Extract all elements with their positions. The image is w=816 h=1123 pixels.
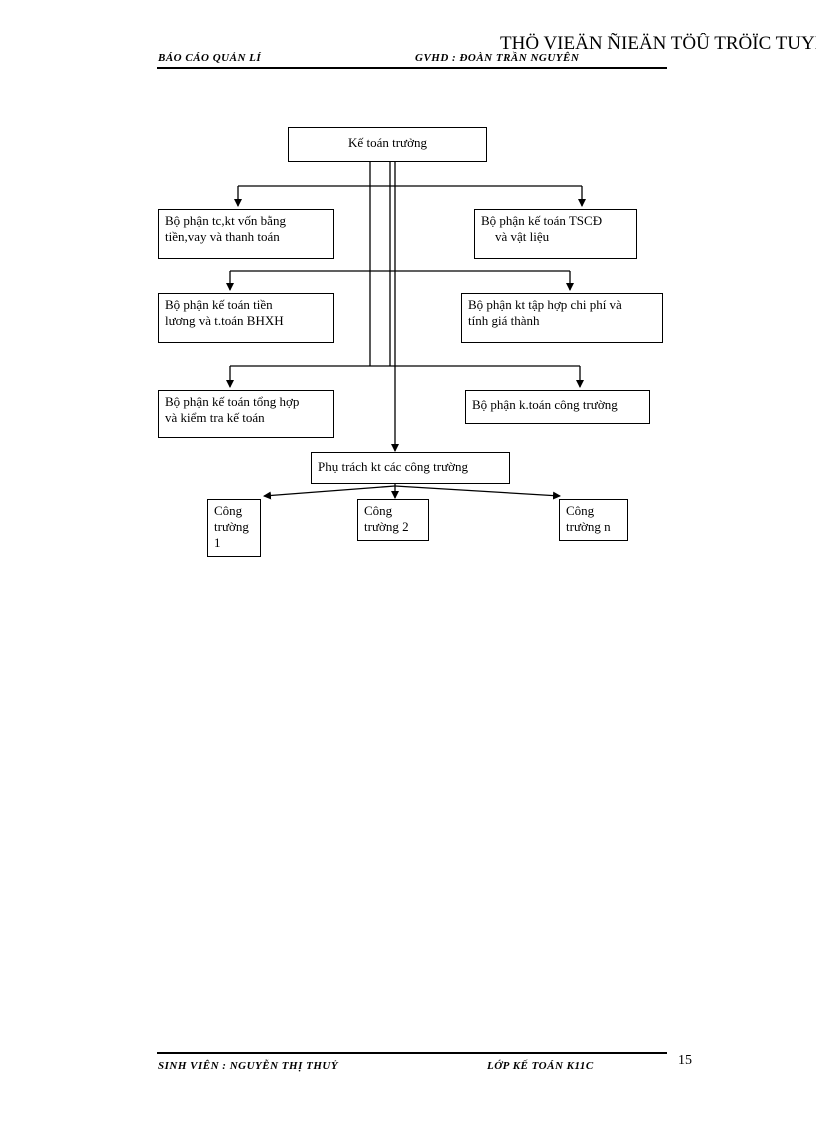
site-n-line-1: Công — [566, 503, 595, 518]
footer-right: LỚP KẾ TOÁN K11C — [487, 1060, 594, 1072]
site-1-line-1: Công — [214, 503, 243, 518]
dept-payroll-line-1: Bộ phận kế toán tiền — [165, 297, 273, 312]
dept-costing-box: Bộ phận kt tập hợp chi phí và tính giá t… — [461, 293, 663, 343]
site-lead-box: Phụ trách kt các công trường — [311, 452, 510, 484]
dept-payroll-box: Bộ phận kế toán tiền lương và t.toán BHX… — [158, 293, 334, 343]
dept-fixed-assets-line-2: và vật liệu — [495, 229, 550, 244]
dept-funds-line-2: tiền,vay và thanh toán — [165, 229, 280, 244]
header-right: GVHD : ĐOÀN TRẦN NGUYÊN — [415, 52, 580, 64]
dept-general-box: Bộ phận kế toán tổng hợp và kiểm tra kế … — [158, 390, 334, 438]
site-2-line-1: Công — [364, 503, 393, 518]
dept-payroll-line-2: lương và t.toán BHXH — [165, 313, 284, 328]
watermark-text: THÖ VIEÄN ÑIEÄN TÖÛ TRÖÏC TUYEÁN — [500, 33, 816, 54]
dept-funds-box: Bộ phận tc,kt vốn bằng tiền,vay và thanh… — [158, 209, 334, 259]
site-1-line-3: 1 — [214, 535, 221, 550]
site-2-box: Công trường 2 — [357, 499, 429, 541]
dept-funds-line-1: Bộ phận tc,kt vốn bằng — [165, 213, 286, 228]
header-left: BÁO CÁO QUẢN LÍ — [158, 52, 262, 64]
dept-general-line-1: Bộ phận kế toán tổng hợp — [165, 394, 300, 409]
chief-accountant-box: Kế toán trưởng — [288, 127, 487, 162]
header-rule — [157, 67, 667, 69]
dept-fixed-assets-line-1: Bộ phận kế toán TSCĐ — [481, 213, 603, 228]
dept-fixed-assets-box: Bộ phận kế toán TSCĐ và vật liệu — [474, 209, 637, 259]
site-1-box: Công trường 1 — [207, 499, 261, 557]
site-1-line-2: trường — [214, 519, 249, 534]
dept-costing-line-1: Bộ phận kt tập hợp chi phí và — [468, 297, 622, 312]
dept-site-accounting-box: Bộ phận k.toán công trường — [465, 390, 650, 424]
footer-left: SINH VIÊN : NGUYỄN THỊ THUỶ — [158, 1060, 339, 1072]
site-lead-label: Phụ trách kt các công trường — [318, 459, 469, 474]
site-2-line-2: trường 2 — [364, 519, 409, 534]
site-n-line-2: trường n — [566, 519, 611, 534]
dept-site-accounting-label: Bộ phận k.toán công trường — [472, 397, 618, 412]
dept-general-line-2: và kiểm tra kế toán — [165, 410, 265, 425]
site-n-box: Công trường n — [559, 499, 628, 541]
dept-costing-line-2: tính giá thành — [468, 313, 540, 328]
page-number: 15 — [678, 1053, 692, 1068]
chief-accountant-label: Kế toán trưởng — [348, 135, 427, 150]
footer-rule — [157, 1052, 667, 1054]
